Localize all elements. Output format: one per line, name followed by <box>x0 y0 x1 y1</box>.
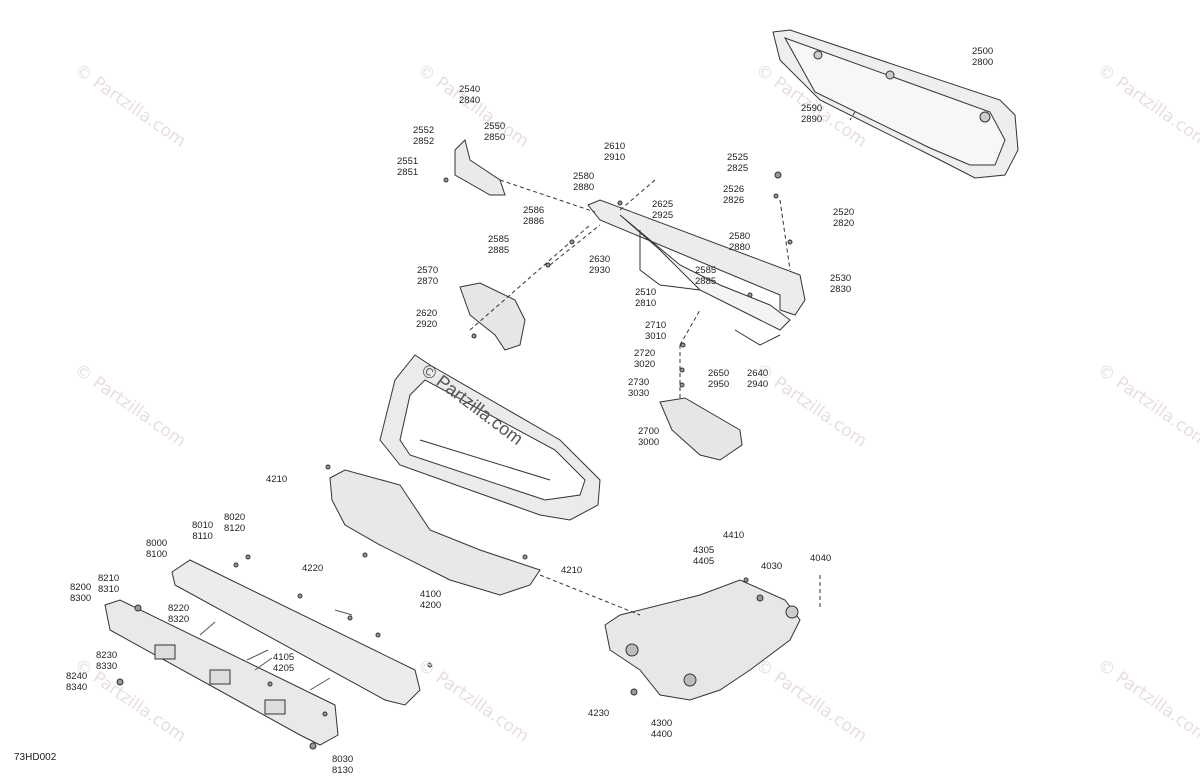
rear-frame-assembly <box>604 579 801 701</box>
callout-4230: 4230 <box>588 708 610 719</box>
callout-4040: 4040 <box>810 553 832 564</box>
bolts <box>199 609 353 691</box>
side-panel-top-right <box>772 29 1019 179</box>
callout-4410: 4410 <box>723 530 745 541</box>
side-rail <box>104 599 339 746</box>
step-plate <box>171 559 421 706</box>
leader-lines <box>469 111 856 616</box>
door-frame-upper <box>587 199 806 346</box>
callout-4220: 4220 <box>302 563 324 574</box>
lower-bracket-left <box>459 282 526 351</box>
diagram-id-label: 73HD002 <box>14 752 57 763</box>
hinge-bracket <box>454 139 506 196</box>
lower-bracket-right <box>659 397 743 461</box>
fasteners <box>116 171 793 750</box>
callout-4210-a: 4210 <box>266 474 288 485</box>
door-frame-main <box>379 354 601 521</box>
callout-4210-b: 4210 <box>561 565 583 576</box>
callout-4030: 4030 <box>761 561 783 572</box>
rocker-panel <box>329 469 541 596</box>
